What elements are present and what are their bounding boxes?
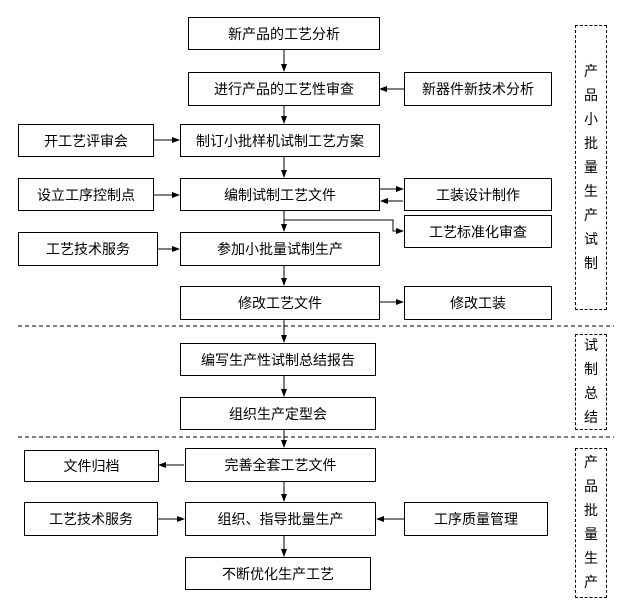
box-compile-trial-docs: 编制试制工艺文件 [180,178,380,211]
phase-label-text: 产品批量生产 [584,455,598,591]
arrow-docs-to-standardization [284,219,404,234]
phase-label-small-batch-trial: 产品小批量生产试制 [575,25,607,310]
box-archive-docs: 文件归档 [24,450,159,482]
box-continuous-optimization: 不断优化生产工艺 [185,557,371,590]
box-trial-summary-report: 编写生产性试制总结报告 [180,343,376,376]
box-trial-plan: 制订小批样机试制工艺方案 [180,124,380,157]
box-tooling-design: 工装设计制作 [404,178,552,211]
phase-label-trial-summary: 试制总结 [575,334,607,430]
box-process-review-meeting: 开工艺评审会 [18,124,154,157]
box-new-device-analysis: 新器件新技术分析 [404,72,552,106]
box-quality-management: 工序质量管理 [404,502,548,536]
phase-label-text: 产品小批量生产试制 [584,63,598,272]
box-modify-process-docs: 修改工艺文件 [180,286,380,320]
box-process-standardization: 工艺标准化审查 [404,215,552,248]
box-tech-service-2: 工艺技术服务 [24,502,158,536]
phase-label-text: 试制总结 [584,338,598,426]
box-modify-tooling: 修改工装 [404,286,552,320]
box-new-product-analysis: 新产品的工艺分析 [188,17,380,50]
box-tech-service-1: 工艺技术服务 [18,232,158,266]
box-complete-docs: 完善全套工艺文件 [185,448,376,482]
box-join-trial-production: 参加小批量试制生产 [180,232,380,266]
box-set-control-points: 设立工序控制点 [18,178,154,211]
box-organize-mass-production: 组织、指导批量生产 [185,502,376,536]
box-finalization-meeting: 组织生产定型会 [180,397,376,430]
box-process-review: 进行产品的工艺性审查 [188,72,380,106]
phase-label-mass-production: 产品批量生产 [575,448,607,598]
